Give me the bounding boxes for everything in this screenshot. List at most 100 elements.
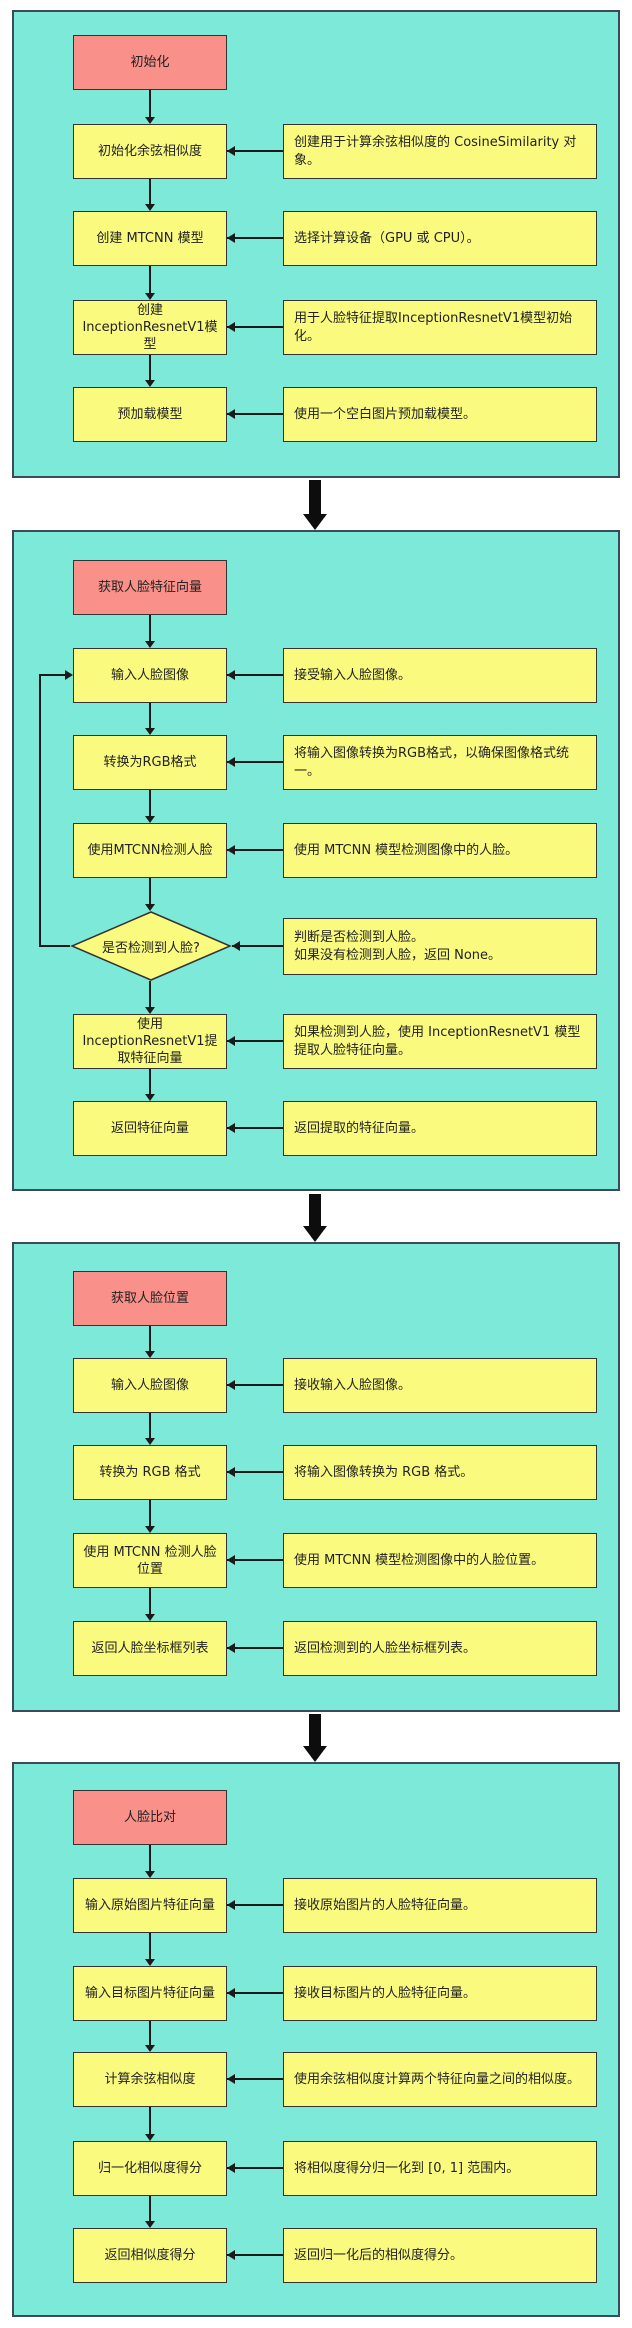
node-label: 初始化 xyxy=(130,55,170,70)
arrow-down-icon xyxy=(145,1933,155,1966)
node-start-face-position: 获取人脸位置 xyxy=(73,1271,227,1326)
note-text: 选择计算设备（GPU 或 CPU）。 xyxy=(294,230,480,246)
arrow-left-icon xyxy=(227,1643,283,1653)
node-mtcnn-detect: 使用MTCNN检测人脸 xyxy=(73,823,227,878)
arrow-left-icon xyxy=(227,1555,283,1565)
node-label: 使用InceptionResnetV1提取特征向量 xyxy=(82,1017,218,1066)
arrow-left-icon xyxy=(227,233,283,243)
note-text: 返回提取的特征向量。 xyxy=(294,1120,425,1136)
node-convert-rgb: 转换为RGB格式 xyxy=(73,735,227,790)
arrow-down-icon xyxy=(145,1069,155,1101)
node-create-resnet: 创建InceptionResnetV1模型 xyxy=(73,300,227,355)
arrow-down-icon xyxy=(145,1413,155,1445)
note-text: 使用 MTCNN 模型检测图像中的人脸。 xyxy=(294,842,519,858)
node-label: 返回相似度得分 xyxy=(104,2248,196,2263)
node-resnet-extract: 使用InceptionResnetV1提取特征向量 xyxy=(73,1014,227,1069)
arrow-left-icon xyxy=(227,845,283,855)
arrow-left-icon xyxy=(227,1467,283,1477)
arrow-left-icon xyxy=(227,1900,283,1910)
node-start-face-compare: 人脸比对 xyxy=(73,1790,227,1845)
note-input-face-image-2: 接收输入人脸图像。 xyxy=(283,1358,597,1413)
arrow-down-icon xyxy=(145,2021,155,2052)
note-text: 接收原始图片的人脸特征向量。 xyxy=(294,1897,477,1913)
node-init-cosine: 初始化余弦相似度 xyxy=(73,124,227,179)
note-convert-rgb: 将输入图像转换为RGB格式，以确保图像格式统一。 xyxy=(283,735,597,790)
node-label: 输入人脸图像 xyxy=(110,1378,189,1393)
note-input-source-vector: 接收原始图片的人脸特征向量。 xyxy=(283,1878,597,1933)
panel-connector-arrow-icon xyxy=(303,480,327,530)
note-text: 创建用于计算余弦相似度的 CosineSimilarity 对象。 xyxy=(294,134,577,168)
note-return-boxes: 返回检测到的人脸坐标框列表。 xyxy=(283,1621,597,1676)
node-convert-rgb-2: 转换为 RGB 格式 xyxy=(73,1445,227,1500)
note-text: 将输入图像转换为RGB格式，以确保图像格式统一。 xyxy=(294,745,570,779)
node-label: 返回人脸坐标框列表 xyxy=(91,1641,209,1656)
node-input-source-vector: 输入原始图片特征向量 xyxy=(73,1878,227,1933)
note-input-target-vector: 接收目标图片的人脸特征向量。 xyxy=(283,1966,597,2021)
node-create-mtcnn: 创建 MTCNN 模型 xyxy=(73,211,227,266)
node-label: 创建InceptionResnetV1模型 xyxy=(82,303,218,352)
node-compute-cosine: 计算余弦相似度 xyxy=(73,2052,227,2107)
node-start-feature-vector: 获取人脸特征向量 xyxy=(73,560,227,615)
arrow-down-icon xyxy=(145,1845,155,1878)
arrow-down-icon xyxy=(145,1326,155,1358)
note-text: 将相似度得分归一化到 [0, 1] 范围内。 xyxy=(294,2160,520,2176)
note-text: 判断是否检测到人脸。 如果没有检测到人脸，返回 None。 xyxy=(294,929,502,963)
node-label: 返回特征向量 xyxy=(110,1121,189,1136)
node-label: 人脸比对 xyxy=(123,1810,176,1825)
node-return-boxes: 返回人脸坐标框列表 xyxy=(73,1621,227,1676)
note-text: 返回归一化后的相似度得分。 xyxy=(294,2247,464,2263)
node-start-initialization: 初始化 xyxy=(73,35,227,90)
note-text: 使用 MTCNN 模型检测图像中的人脸位置。 xyxy=(294,1552,545,1568)
arrow-left-icon xyxy=(227,2074,283,2084)
node-label: 是否检测到人脸? xyxy=(102,940,200,956)
arrow-down-icon xyxy=(145,179,155,211)
arrow-left-icon xyxy=(227,670,283,680)
node-label: 获取人脸位置 xyxy=(110,1291,189,1306)
note-resnet-extract: 如果检测到人脸，使用 InceptionResnetV1 模型提取人脸特征向量。 xyxy=(283,1014,597,1069)
note-preload-model: 使用一个空白图片预加载模型。 xyxy=(283,387,597,442)
note-create-resnet: 用于人脸特征提取InceptionResnetV1模型初始化。 xyxy=(283,300,597,355)
arrow-left-icon xyxy=(232,941,283,951)
arrow-left-icon xyxy=(227,146,283,156)
node-return-vector: 返回特征向量 xyxy=(73,1101,227,1156)
node-label: 输入原始图片特征向量 xyxy=(84,1898,215,1913)
arrow-down-icon xyxy=(145,2196,155,2228)
note-mtcnn-detect: 使用 MTCNN 模型检测图像中的人脸。 xyxy=(283,823,597,878)
panel-get-face-feature-vector: 获取人脸特征向量 输入人脸图像 接受输入人脸图像。 转换为RGB格式 将输入图像… xyxy=(12,530,620,1191)
node-label: 计算余弦相似度 xyxy=(104,2072,196,2087)
note-decision-face-detected: 判断是否检测到人脸。 如果没有检测到人脸，返回 None。 xyxy=(283,918,597,975)
arrow-left-icon xyxy=(227,2250,283,2260)
note-compute-cosine: 使用余弦相似度计算两个特征向量之间的相似度。 xyxy=(283,2052,597,2107)
arrow-left-icon xyxy=(227,1036,283,1046)
arrow-down-icon xyxy=(145,2107,155,2141)
node-mtcnn-detect-position: 使用 MTCNN 检测人脸位置 xyxy=(73,1533,227,1588)
note-init-cosine: 创建用于计算余弦相似度的 CosineSimilarity 对象。 xyxy=(283,124,597,179)
arrow-down-icon xyxy=(145,615,155,648)
note-text: 使用一个空白图片预加载模型。 xyxy=(294,406,477,422)
panel-connector-arrow-icon xyxy=(303,1714,327,1762)
note-text: 将输入图像转换为 RGB 格式。 xyxy=(294,1464,474,1480)
arrow-left-icon xyxy=(227,2163,283,2173)
note-normalize-score: 将相似度得分归一化到 [0, 1] 范围内。 xyxy=(283,2141,597,2196)
arrow-left-icon xyxy=(227,322,283,332)
arrow-down-icon xyxy=(145,878,155,911)
node-decision-face-detected: 是否检测到人脸? xyxy=(70,911,232,981)
arrow-down-icon xyxy=(145,355,155,387)
feedback-loop-line xyxy=(39,674,41,947)
node-label: 归一化相似度得分 xyxy=(97,2161,202,2176)
arrow-left-icon xyxy=(227,409,283,419)
note-text: 如果检测到人脸，使用 InceptionResnetV1 模型提取人脸特征向量。 xyxy=(294,1024,581,1058)
note-convert-rgb-2: 将输入图像转换为 RGB 格式。 xyxy=(283,1445,597,1500)
feedback-loop-line xyxy=(39,945,70,947)
note-return-vector: 返回提取的特征向量。 xyxy=(283,1101,597,1156)
arrow-left-icon xyxy=(227,1123,283,1133)
node-label: 预加载模型 xyxy=(117,407,183,422)
panel-connector-arrow-icon xyxy=(303,1194,327,1242)
arrow-down-icon xyxy=(145,1588,155,1621)
node-label: 使用MTCNN检测人脸 xyxy=(87,843,213,858)
node-input-target-vector: 输入目标图片特征向量 xyxy=(73,1966,227,2021)
node-label: 创建 MTCNN 模型 xyxy=(96,231,204,246)
node-label: 初始化余弦相似度 xyxy=(97,144,202,159)
arrow-down-icon xyxy=(145,266,155,300)
